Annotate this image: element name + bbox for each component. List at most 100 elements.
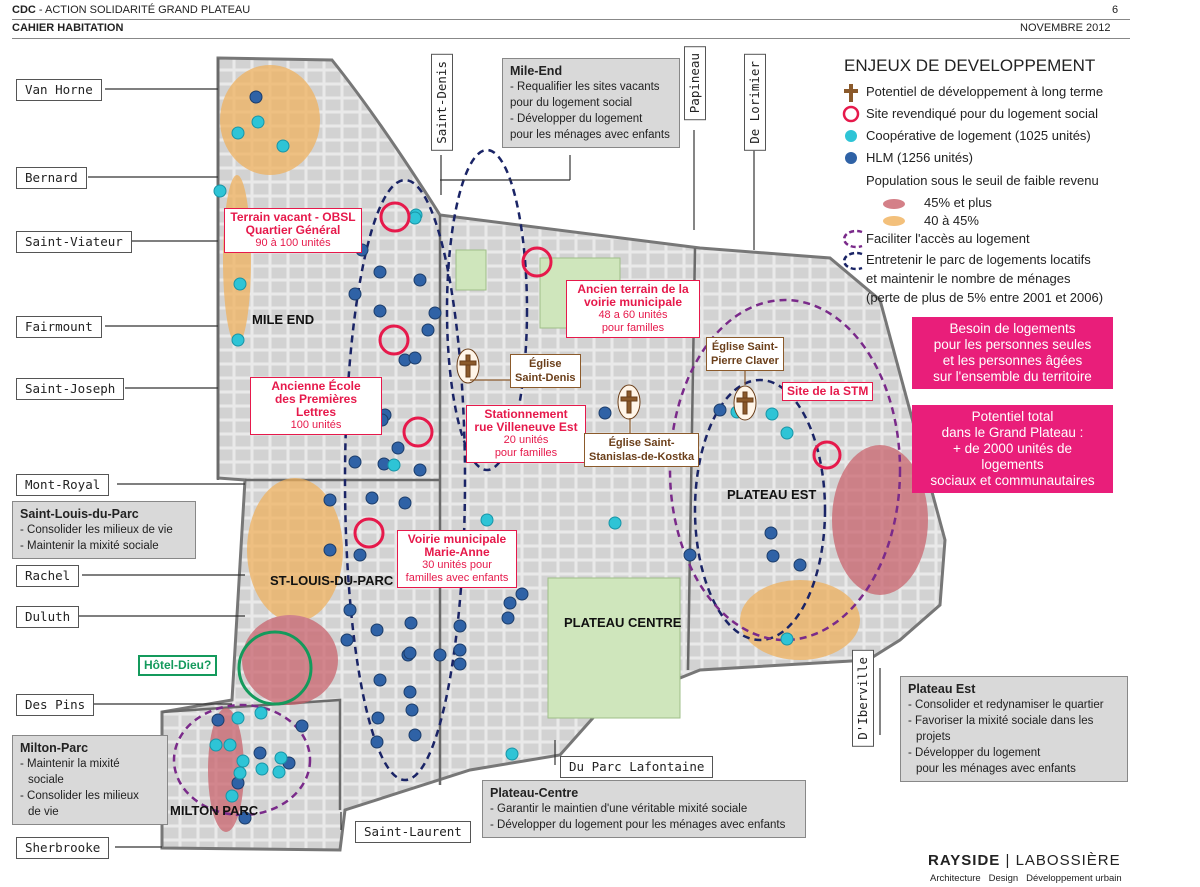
box-line: pour du logement social [510,97,633,109]
street-duluth: Duluth [16,606,80,628]
street-saint-viateur: Saint-Viateur [16,231,132,253]
legend-cross: Potentiel de développement à long terme [866,84,1104,99]
credit-firm-a: RAYSIDE [928,852,1001,869]
box-plateau-est: Plateau Est - Consolider et redynamiser … [900,676,1128,782]
credit-sep: | [1005,852,1011,869]
callout-potentiel: Potentiel total dans le Grand Plateau : … [912,405,1113,493]
box-line: projets [916,731,951,743]
box-line: - Développer du logement [510,113,643,125]
box-milton-parc: Milton-Parc - Maintenir la mixité social… [12,735,168,825]
site-line: voirie municipale [583,295,683,309]
site-line: 48 a 60 unités [598,309,668,321]
street-van-horne: Van Horne [16,79,102,101]
callout-line: + de 2000 unités de [953,441,1072,456]
hotel-dieu-circle [237,630,313,706]
callout-line: logements [981,457,1044,472]
church-pierre-claver: Église Saint- Pierre Claver [706,337,784,371]
site-ancien-terrain: Ancien terrain de la voirie municipale 4… [566,280,700,338]
district-plateau-centre: PLATEAU CENTRE [564,615,682,630]
header-divider-2 [12,38,1130,39]
site-circles [353,201,842,549]
street-diberville: D'Iberville [852,650,874,747]
legend-site: Site revendiqué pour du logement social [866,106,1098,121]
street-fairmount: Fairmount [16,316,102,338]
entretenir-zones [343,148,827,782]
hlm-dots [211,90,807,825]
legend-population: Population sous le seuil de faible reven… [866,173,1099,188]
church-saint-denis: Église Saint-Denis [510,354,581,388]
page-number: 6 [1112,4,1119,16]
site-line: Ancien terrain de la [577,282,689,296]
site-line: Marie-Anne [424,545,490,559]
box-line: - Consolider les milieux de vie [20,524,173,536]
site-line: familles avec enfants [405,572,509,584]
legend-entretenir-1: Entretenir le parc de logements locatifs [866,252,1091,267]
box-line: sociale [28,774,64,786]
legend-faciliter: Faciliter l'accès au logement [866,231,1030,246]
site-hotel-dieu: Hôtel-Dieu? [138,655,218,676]
callout-besoin: Besoin de logements pour les personnes s… [912,317,1113,389]
box-line: - Requalifier les sites vacants [510,81,660,93]
church-line: Église Saint- [711,341,778,353]
district-plateau-est: PLATEAU EST [727,487,817,502]
site-line: 20 unités [503,434,549,446]
legend-symbols [842,84,905,271]
church-line: Stanislas-de-Kostka [589,451,695,463]
site-line: des Premières Lettres [274,392,358,419]
box-line: de vie [28,806,59,818]
box-milton-parc-title: Milton-Parc [20,741,89,755]
legend-entretenir-2: et maintenir le nombre de ménages [866,271,1071,286]
street-papineau: Papineau [684,46,706,121]
page-date: NOVEMBRE 2012 [1020,22,1111,34]
site-line: 90 à 100 unités [255,237,331,249]
box-line: - Consolider les milieux [20,790,139,802]
district-milton-parc: MILTON PARC [170,803,259,818]
church-line: Saint-Denis [515,372,576,384]
box-mile-end: Mile-End - Requalifier les sites vacants… [502,58,680,148]
site-terrain-vacant: Terrain vacant - OBSL Quartier Général 9… [224,208,362,253]
district-st-louis: ST-LOUIS-DU-PARC [270,573,394,588]
callout-line: dans le Grand Plateau : [941,425,1084,440]
street-du-parc-lafontaine: Du Parc Lafontaine [560,756,714,778]
legend-hlm: HLM (1256 unités) [866,150,973,165]
legend-pop-40: 40 à 45% [924,213,979,228]
box-plateau-centre-title: Plateau-Centre [490,786,579,800]
box-line: - Développer du logement pour les ménage… [490,819,786,831]
org-prefix: CDC [12,4,36,16]
street-saint-laurent: Saint-Laurent [355,821,471,843]
org-suffix: - ACTION SOLIDARITÉ GRAND PLATEAU [38,4,251,16]
box-line: - Maintenir la mixité [20,758,120,770]
box-line: pour les ménages avec enfants [916,763,1076,775]
box-line: - Consolider et redynamiser le quartier [908,699,1104,711]
legend-entretenir-3: (perte de plus de 5% entre 2001 et 2006) [866,290,1104,305]
site-line: Hôtel-Dieu? [144,658,212,672]
box-line: - Développer du logement [908,747,1041,759]
site-voirie-marie-anne: Voirie municipale Marie-Anne 30 unités p… [397,530,517,588]
credit-firm-b: LABOSSIÈRE [1015,852,1121,869]
site-line: 30 unités pour [422,559,492,571]
callout-line: pour les personnes seules [933,337,1092,352]
street-bernard: Bernard [16,167,87,189]
site-stm: Site de la STM [782,382,874,401]
legend-coop: Coopérative de logement (1025 unités) [866,128,1091,143]
callout-line: et les personnes âgées [942,353,1083,368]
page-subtitle: CAHIER HABITATION [12,22,124,34]
callout-line: Potentiel total [971,409,1054,424]
coop-dots [209,115,794,803]
legend-title: ENJEUX DE DEVELOPPEMENT [844,56,1096,75]
header-org: CDC - ACTION SOLIDARITÉ GRAND PLATEAU [12,4,250,16]
site-stationnement: Stationnement rue Villeneuve Est 20 unit… [466,405,586,463]
street-rachel: Rachel [16,565,80,587]
callout-line: Besoin de logements [949,321,1076,336]
street-saint-joseph: Saint-Joseph [16,378,125,400]
box-line: - Favoriser la mixité sociale dans les [908,715,1094,727]
site-line: pour familles [601,322,665,334]
box-plateau-est-title: Plateau Est [908,682,976,696]
box-saint-louis: Saint-Louis-du-Parc - Consolider les mil… [12,501,196,559]
callout-line: sociaux et communautaires [930,473,1095,488]
street-des-pins: Des Pins [16,694,95,716]
street-de-lorimier: De Lorimier [744,54,766,151]
credit-firm: RAYSIDE | LABOSSIÈRE [928,852,1121,869]
box-saint-louis-title: Saint-Louis-du-Parc [20,507,139,521]
church-line: Église Saint- [608,437,675,449]
